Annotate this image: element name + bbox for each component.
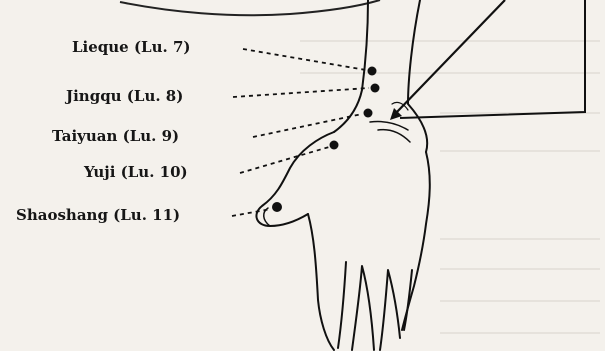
hand-outline <box>256 0 429 350</box>
label-lieque: Lieque (Lu. 7) <box>72 38 190 56</box>
leader-shaoshang <box>232 209 271 216</box>
acupoint-taiyuan <box>364 109 373 118</box>
leader-lieque <box>243 49 366 70</box>
leader-taiyuan <box>253 114 362 137</box>
acupoint-yuji <box>330 141 339 150</box>
top-curve <box>120 0 380 15</box>
label-yuji: Yuji (Lu. 10) <box>84 163 188 181</box>
label-taiyuan: Taiyuan (Lu. 9) <box>52 127 179 145</box>
right-bracket <box>400 0 585 118</box>
leader-jingqu <box>233 88 369 97</box>
label-shaoshang: Shaoshang (Lu. 11) <box>16 206 180 224</box>
leader-yuji <box>240 147 329 173</box>
leader-lines <box>232 49 369 216</box>
acupoint-shaoshang <box>272 202 282 212</box>
acupoint-jingqu <box>371 84 380 93</box>
label-jingqu: Jingqu (Lu. 8) <box>66 87 183 105</box>
acupoint-lieque <box>368 67 377 76</box>
